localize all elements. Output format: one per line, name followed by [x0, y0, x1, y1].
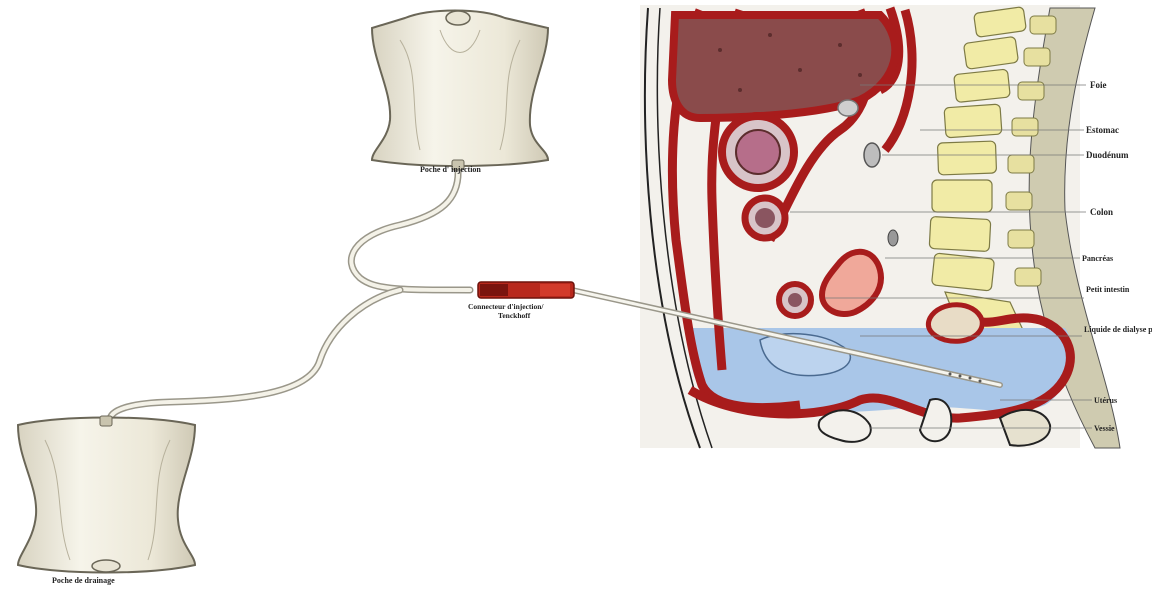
connector-label-line1: Connecteur d'injection/: [468, 302, 544, 311]
injection-bag-label: Poche d' injection: [420, 165, 481, 174]
injection-tube: [351, 168, 470, 290]
drainage-bag-label: Poche de drainage: [52, 576, 115, 585]
connector-label-line2: Tenckhoff: [498, 311, 531, 320]
label-vessie: Vessie: [1094, 424, 1115, 433]
label-intestin: Petit intestin: [1086, 285, 1130, 294]
liver: [672, 15, 895, 118]
duodenum: [864, 143, 880, 167]
label-estomac: Estomac: [1086, 125, 1119, 135]
drainage-bag: [18, 416, 195, 573]
injection-bag: [372, 11, 548, 171]
label-colon: Colon: [1090, 207, 1113, 217]
anatomy-panel: [640, 5, 1120, 448]
label-uterus: Utérus: [1094, 396, 1117, 405]
label-duodenum: Duodénum: [1086, 150, 1129, 160]
label-liquide: Liquide de dialyse péritonéal: [1084, 325, 1152, 334]
label-foie: Foie: [1090, 80, 1107, 90]
connector: [478, 282, 574, 298]
label-pancreas: Pancréas: [1082, 254, 1113, 263]
